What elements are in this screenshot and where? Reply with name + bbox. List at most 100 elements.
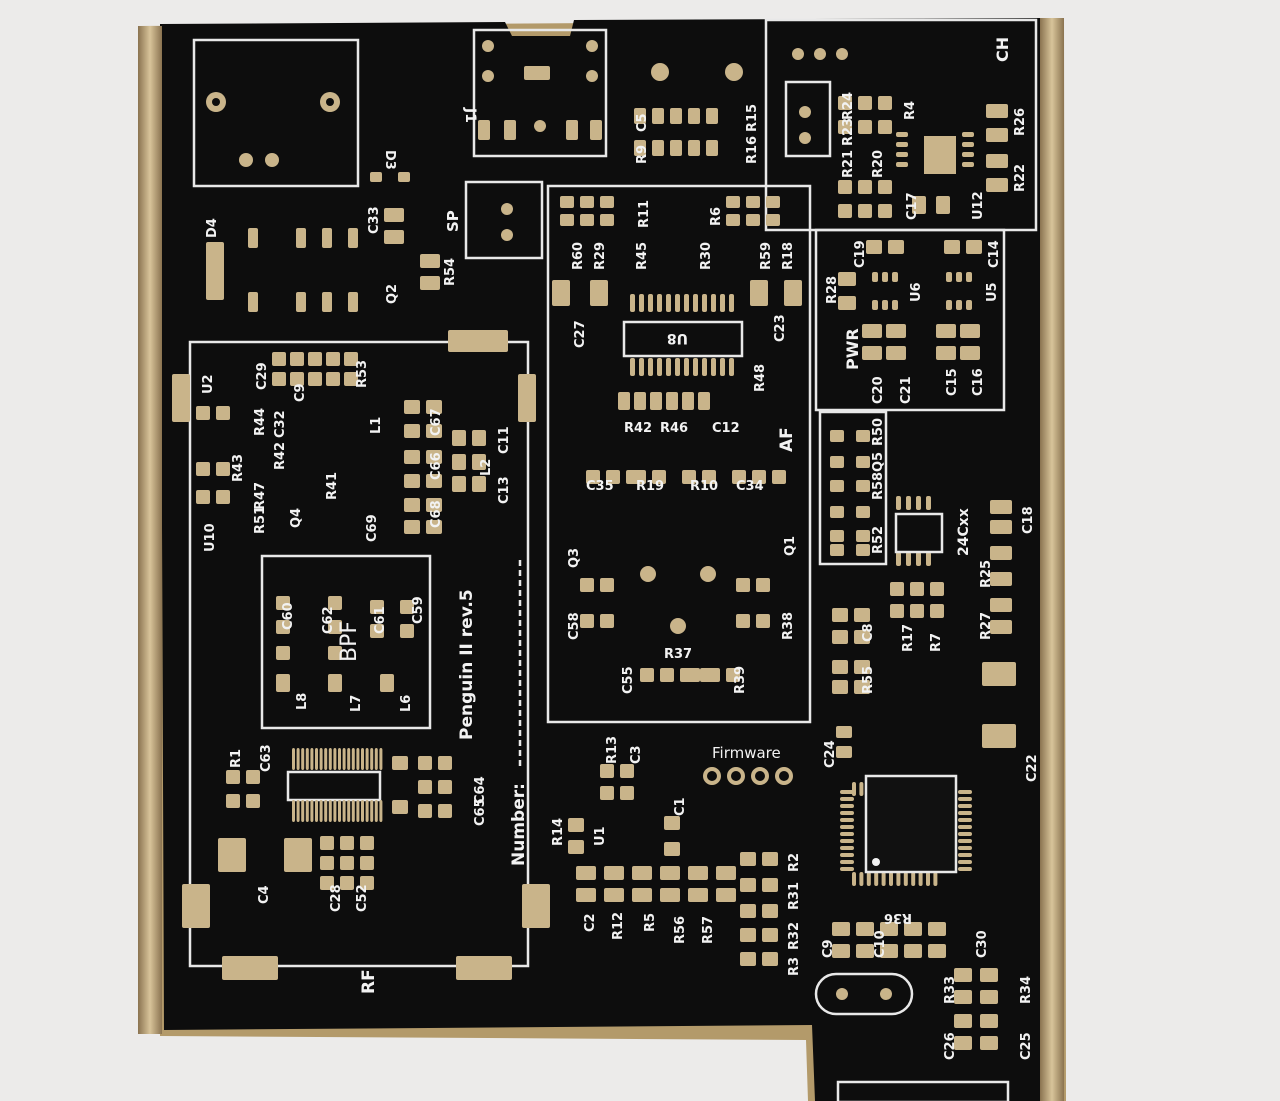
pad <box>838 120 852 134</box>
refdes-label: R59 <box>759 242 774 270</box>
refdes-label: C58 <box>567 612 582 640</box>
refdes-label: L2 <box>479 459 494 476</box>
pad <box>206 242 224 300</box>
pad <box>351 800 355 822</box>
pad <box>986 178 1008 192</box>
pad <box>854 660 870 674</box>
pad <box>666 392 678 410</box>
pad <box>830 430 844 442</box>
pad <box>328 596 342 610</box>
pad <box>688 140 700 156</box>
pad <box>216 406 230 420</box>
refdes-label: C12 <box>712 421 740 436</box>
refdes-label: R47 <box>253 482 268 510</box>
pad <box>720 294 725 312</box>
pad <box>272 372 286 386</box>
refdes-label: R5 <box>643 913 658 932</box>
refdes-label: D4 <box>205 218 220 238</box>
pad <box>324 800 328 822</box>
pad <box>666 358 671 376</box>
refdes-label: C11 <box>497 426 512 454</box>
pad <box>657 358 662 376</box>
pad <box>852 872 856 886</box>
refdes-label: U1 <box>593 826 608 846</box>
pad <box>880 922 898 936</box>
refdes-label: R60 <box>571 242 586 270</box>
pad <box>740 878 756 892</box>
pad <box>404 424 420 438</box>
pad <box>904 922 922 936</box>
pad <box>856 480 870 492</box>
pad <box>954 1014 972 1028</box>
section-af-label: AF <box>777 427 797 452</box>
pad <box>305 800 309 822</box>
pad <box>296 292 306 312</box>
pad <box>338 748 341 770</box>
refdes-label: C26 <box>943 1032 958 1060</box>
pad <box>320 836 334 850</box>
pad <box>438 780 452 794</box>
pad <box>729 358 734 376</box>
pad <box>356 748 360 770</box>
pad <box>648 358 653 376</box>
pad <box>347 748 351 770</box>
refdes-label: C61 <box>373 606 388 634</box>
pad <box>756 614 770 628</box>
pad <box>272 352 286 366</box>
pad <box>840 825 854 829</box>
refdes-label: Q2 <box>385 284 400 304</box>
refdes-label: C25 <box>1019 1032 1034 1060</box>
pad <box>276 646 290 660</box>
pad <box>858 96 872 110</box>
pad <box>958 867 972 871</box>
refdes-label: C24 <box>823 740 838 768</box>
refdes-label: C23 <box>773 314 788 342</box>
pad <box>886 346 906 360</box>
pad <box>726 214 740 226</box>
pad <box>675 294 680 312</box>
pad <box>930 582 944 596</box>
pad <box>954 990 972 1004</box>
pad <box>292 800 295 822</box>
pad <box>398 172 410 182</box>
sp-label: SP <box>444 210 462 232</box>
pad <box>688 108 700 124</box>
pad <box>896 142 908 147</box>
refdes-label: C9 <box>293 383 308 402</box>
pad <box>568 840 584 854</box>
pad <box>858 204 872 218</box>
pad <box>904 944 922 958</box>
pad <box>880 944 898 958</box>
pad <box>838 96 852 110</box>
pad <box>966 240 982 254</box>
refdes-label: R37 <box>664 647 692 662</box>
refdes-label: C2 <box>583 913 598 932</box>
pad <box>840 832 854 836</box>
pad <box>426 474 442 488</box>
pad <box>859 872 864 886</box>
pad <box>830 506 844 518</box>
pad <box>333 748 337 770</box>
pad <box>452 454 466 470</box>
silkscreen-outlines <box>188 18 1038 1101</box>
pad <box>426 400 442 414</box>
pad <box>580 614 594 628</box>
pad <box>328 748 332 770</box>
pad <box>990 620 1012 634</box>
refdes-label: Q5 <box>871 452 886 472</box>
pad <box>600 214 614 226</box>
pad <box>342 748 346 770</box>
refdes-label: C66 <box>429 452 444 480</box>
pad <box>660 668 674 682</box>
right-edge-plating <box>1040 18 1064 1101</box>
refdes-label: U12 <box>971 191 986 220</box>
pad <box>664 816 680 830</box>
pad <box>360 856 374 870</box>
pad <box>882 300 888 310</box>
pad <box>370 600 384 614</box>
pad <box>630 294 635 312</box>
pad <box>832 680 848 694</box>
refdes-label: C21 <box>899 376 914 404</box>
pad <box>400 600 414 614</box>
